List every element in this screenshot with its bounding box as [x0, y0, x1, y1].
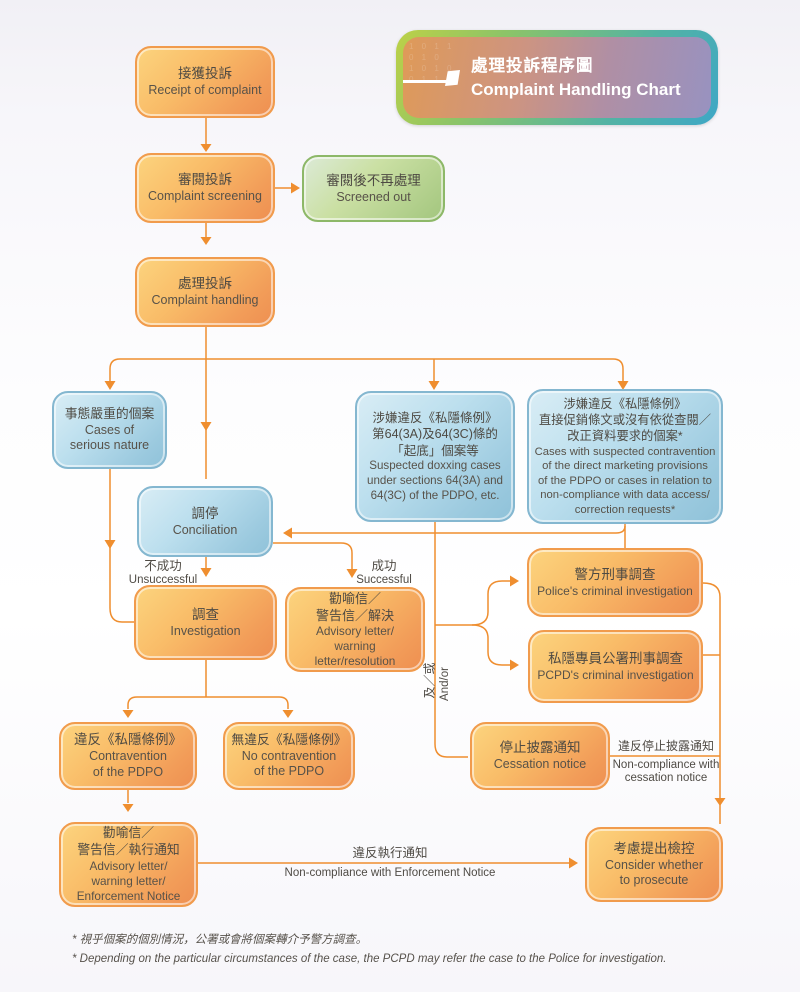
node-prosecute: 考慮提出檢控 Consider whether to prosecute — [585, 827, 723, 902]
label-noncompliance-enforcement-en: Non-compliance with Enforcement Notice — [284, 867, 496, 879]
node-contravention-en: Contravention of the PDPO — [89, 749, 167, 779]
connector-doxxing-cessation — [434, 522, 468, 758]
node-police-investigation-en: Police's criminal investigation — [537, 583, 693, 598]
node-prosecute-zh: 考慮提出檢控 — [613, 840, 695, 856]
flag-line-icon — [403, 80, 447, 83]
connector-dm-conciliation — [292, 525, 626, 534]
node-police-investigation: 警方刑事調查 Police's criminal investigation — [527, 548, 703, 617]
label-successful-en: Successful — [356, 574, 412, 586]
label-successful-zh: 成功 — [371, 559, 397, 573]
node-doxxing-cases-zh: 涉嫌違反《私隱條例》 第64(3A)及64(3C)條的 「起底」個案等 — [372, 410, 498, 458]
node-contravention-zh: 違反《私隱條例》 — [74, 732, 182, 748]
node-screened-out-zh: 審閱後不再處理 — [326, 172, 421, 188]
node-direct-marketing-cases-zh: 涉嫌違反《私隱條例》 直接促銷條文或沒有依從查閱／ 改正資料要求的個案* — [538, 397, 712, 444]
label-and-or-en: And/or — [439, 667, 451, 701]
node-pcpd-investigation-en: PCPD's criminal investigation — [537, 667, 694, 682]
connector-bracket-pcpd — [471, 624, 510, 666]
node-no-contravention-zh: 無違反《私隱條例》 — [231, 731, 347, 747]
arrow-down-icon — [200, 422, 212, 431]
arrow-down-icon — [104, 540, 116, 549]
node-pcpd-investigation-zh: 私隱專員公署刑事調查 — [548, 651, 683, 667]
arrow-right-icon — [291, 182, 300, 194]
node-doxxing-cases: 涉嫌違反《私隱條例》 第64(3A)及64(3C)條的 「起底」個案等 Susp… — [355, 391, 515, 522]
label-unsuccessful-zh: 不成功 — [144, 559, 182, 573]
node-conciliation-zh: 調停 — [191, 505, 219, 521]
label-unsuccessful-en: Unsuccessful — [128, 574, 198, 586]
label-noncompliance-cessation-en: Non-compliance with cessation notice — [612, 759, 720, 785]
page-title-en: Complaint Handling Chart — [471, 79, 681, 99]
node-advisory-enforcement: 勸喻信／ 警告信／執行通知 Advisory letter/ warning l… — [59, 822, 198, 907]
connector-investigation-split-bar — [127, 696, 289, 709]
node-serious-nature-en: Cases of serious nature — [69, 422, 150, 453]
binary-pattern-decoration: 1 0 1 1 0 1 0 1 0 1 0 0 1 1 — [409, 42, 455, 84]
node-screened-out-en: Screened out — [336, 189, 411, 204]
node-advisory-resolution-en: Advisory letter/ warning letter/resoluti… — [314, 624, 396, 669]
node-no-contravention-en: No contravention of the PDPO — [241, 748, 337, 779]
connector-bracket-police — [435, 580, 510, 626]
arrow-right-icon — [569, 857, 578, 869]
node-receipt: 接獲投訴 Receipt of complaint — [135, 46, 275, 118]
node-cessation-notice-zh: 停止披露通知 — [499, 740, 581, 756]
label-noncompliance-enforcement-zh: 違反執行通知 — [352, 846, 428, 860]
node-receipt-en: Receipt of complaint — [148, 83, 262, 98]
node-cessation-notice: 停止披露通知 Cessation notice — [470, 722, 610, 790]
node-screening: 審閱投訴 Complaint screening — [135, 153, 275, 223]
node-conciliation-en: Conciliation — [172, 522, 238, 537]
arrow-down-icon — [200, 237, 212, 245]
label-successful: 成功 Successful — [343, 559, 425, 587]
label-and-or-zh: 及／或 — [422, 662, 437, 699]
node-cessation-notice-en: Cessation notice — [493, 757, 587, 772]
arrow-right-icon — [510, 659, 519, 671]
node-doxxing-cases-en: Suspected doxxing cases under sections 6… — [367, 459, 503, 502]
node-investigation-en: Investigation — [170, 623, 241, 638]
connector-right-rail — [702, 582, 721, 824]
arrow-down-icon — [122, 710, 134, 718]
node-police-investigation-zh: 警方刑事調查 — [574, 567, 656, 583]
page-title-zh: 處理投訴程序圖 — [471, 57, 594, 75]
title-banner-inner: 1 0 1 1 0 1 0 1 0 1 0 0 1 1 處理投訴程序圖 Comp… — [403, 37, 711, 118]
node-prosecute-en: Consider whether to prosecute — [605, 857, 703, 888]
node-serious-nature: 事態嚴重的個案 Cases of serious nature — [52, 391, 167, 469]
node-direct-marketing-cases-en: Cases with suspected contravention of th… — [534, 445, 716, 516]
node-advisory-enforcement-en: Advisory letter/ warning letter/ Enforce… — [76, 858, 181, 903]
node-advisory-resolution: 勸喻信／ 警告信／解決 Advisory letter/ warning let… — [285, 587, 425, 672]
node-investigation-zh: 調查 — [192, 606, 219, 622]
node-conciliation: 調停 Conciliation — [137, 486, 273, 557]
node-no-contravention: 無違反《私隱條例》 No contravention of the PDPO — [223, 722, 355, 790]
node-handling-zh: 處理投訴 — [178, 276, 232, 292]
node-handling-en: Complaint handling — [151, 293, 259, 308]
node-handling: 處理投訴 Complaint handling — [135, 257, 275, 327]
node-advisory-enforcement-zh: 勸喻信／ 警告信／執行通知 — [77, 824, 180, 857]
arrow-left-icon — [283, 527, 292, 539]
node-contravention: 違反《私隱條例》 Contravention of the PDPO — [59, 722, 197, 790]
arrow-down-icon — [428, 381, 440, 390]
node-screened-out: 審閱後不再處理 Screened out — [302, 155, 445, 222]
footnote-zh: * 視乎個案的個別情況，公署或會將個案轉介予警方調查。 — [72, 934, 368, 946]
label-unsuccessful: 不成功 Unsuccessful — [113, 559, 213, 587]
label-noncompliance-cessation-zh: 違反停止披露通知 — [617, 739, 714, 753]
connector-conciliation-advisory — [273, 542, 353, 569]
connector-branch-bar — [109, 358, 624, 381]
arrow-down-icon — [104, 381, 116, 390]
arrow-down-icon — [282, 710, 294, 718]
title-banner: 1 0 1 1 0 1 0 1 0 1 0 0 1 1 處理投訴程序圖 Comp… — [396, 30, 718, 125]
node-serious-nature-zh: 事態嚴重的個案 — [64, 405, 155, 421]
node-pcpd-investigation: 私隱專員公署刑事調查 PCPD's criminal investigation — [528, 630, 703, 703]
footnote-en: * Depending on the particular circumstan… — [72, 953, 667, 965]
node-advisory-resolution-zh: 勸喻信／ 警告信／解決 — [315, 590, 394, 623]
arrow-down-icon — [200, 144, 212, 152]
node-receipt-zh: 接獲投訴 — [178, 66, 232, 82]
arrow-down-icon — [122, 804, 134, 812]
flag-icon — [445, 70, 460, 86]
arrow-down-icon — [714, 798, 726, 806]
node-direct-marketing-cases: 涉嫌違反《私隱條例》 直接促銷條文或沒有依從查閱／ 改正資料要求的個案* Cas… — [527, 389, 723, 524]
node-screening-en: Complaint screening — [148, 189, 262, 204]
node-screening-zh: 審閱投訴 — [178, 172, 232, 188]
connector-serious-investigation — [109, 468, 134, 623]
page-title: 處理投訴程序圖 Complaint Handling Chart — [471, 55, 681, 102]
node-investigation: 調查 Investigation — [134, 585, 277, 660]
arrow-right-icon — [510, 575, 519, 587]
